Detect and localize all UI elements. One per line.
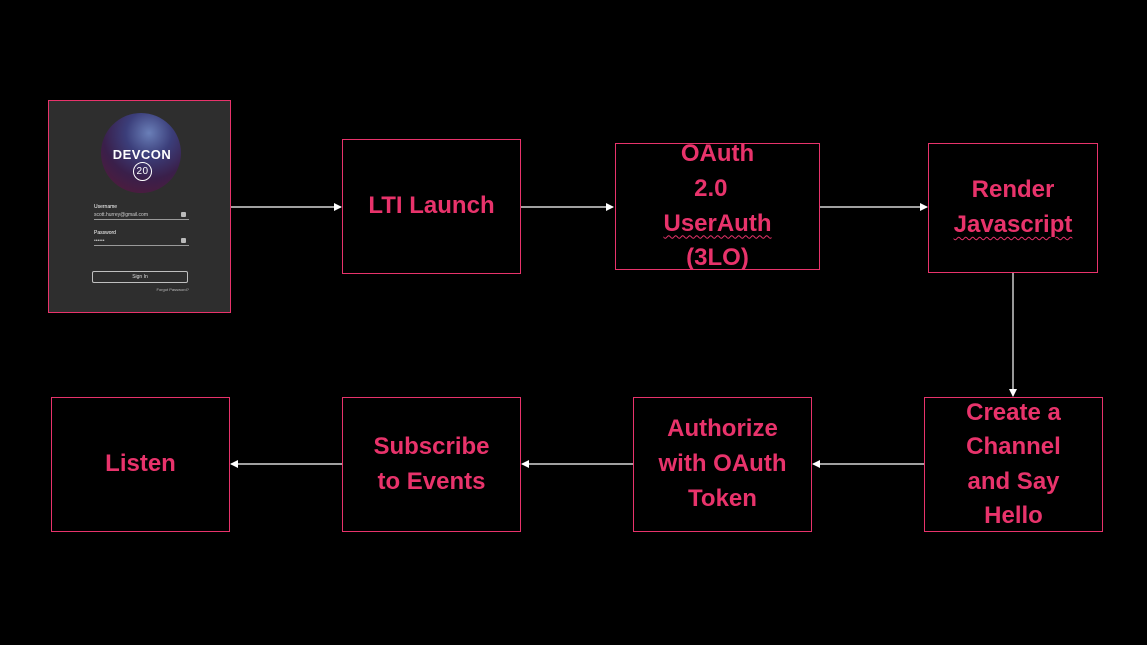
step-subscribe-line-1: Subscribe <box>373 432 490 460</box>
step-channel-line-3: and Say <box>967 467 1060 495</box>
step-oauth-line-2: 2.0 UserAuth <box>663 172 771 242</box>
logo-word: DEVCON <box>112 147 172 162</box>
step-render-javascript: Render Javascript <box>928 143 1098 273</box>
devcon-logo-text: DEVCON20 <box>103 147 181 181</box>
username-label: Username <box>94 204 118 210</box>
step-render-line-1: Render <box>971 176 1055 204</box>
password-field-icon <box>181 238 186 243</box>
step-authorize-line-1: Authorize <box>667 415 778 443</box>
step-channel-line-1: Create a <box>966 398 1061 426</box>
step-oauth-line-3: (3LO) <box>686 244 749 272</box>
step-render-line-2: Javascript <box>953 211 1073 238</box>
step-subscribe-line-2: to Events <box>377 467 486 495</box>
step-subscribe: Subscribe to Events <box>342 397 521 532</box>
step-oauth-line-2-text: 2.0 UserAuth <box>663 175 771 242</box>
step-authorize-line-3: Token <box>688 484 757 512</box>
step-oauth: OAuth 2.0 UserAuth (3LO) <box>615 140 820 271</box>
step-lti-launch: LTI Launch <box>342 139 521 274</box>
step-create-channel: Create a Channel and Say Hello <box>924 397 1103 532</box>
username-field-icon <box>181 212 186 217</box>
step-channel-line-2: Channel <box>966 433 1061 461</box>
username-field[interactable]: scott.hurrey@gmail.com <box>94 212 189 220</box>
step-listen-line: Listen <box>105 450 176 478</box>
step-channel-line-4: Hello <box>984 501 1043 529</box>
password-label: Password <box>94 230 116 236</box>
step-oauth-userauth-word: UserAuth <box>663 209 772 237</box>
step-authorize-line-2: with OAuth <box>658 450 787 478</box>
password-field[interactable]: •••••• <box>94 238 189 246</box>
step-lti-launch-line: LTI Launch <box>368 192 495 220</box>
step-oauth-line-1: OAuth <box>680 139 755 167</box>
logo-number: 20 <box>133 162 152 181</box>
sign-in-button[interactable]: Sign In <box>92 271 188 283</box>
step-authorize: Authorize with OAuth Token <box>633 397 812 532</box>
login-screenshot: DEVCON20 Username scott.hurrey@gmail.com… <box>48 100 231 313</box>
forgot-password-link[interactable]: Forgot Password? <box>156 287 189 292</box>
step-listen: Listen <box>51 397 230 532</box>
